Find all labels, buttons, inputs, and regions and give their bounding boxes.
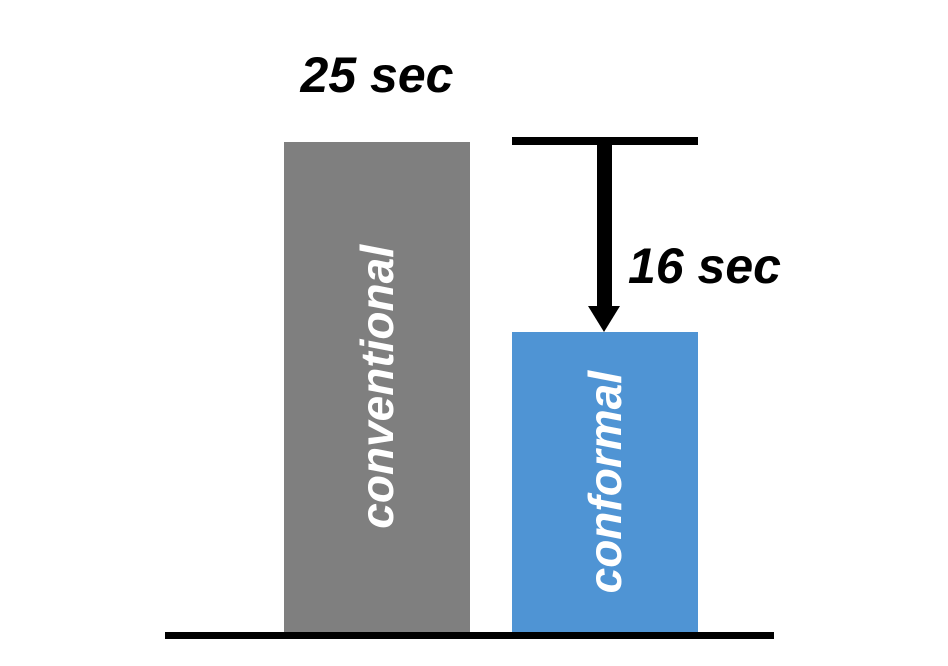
bar-conventional-label: conventional bbox=[351, 245, 403, 529]
bar-conventional: conventional bbox=[284, 142, 470, 632]
bar-conformal: conformal bbox=[512, 332, 698, 632]
bar-conformal-label: conformal bbox=[579, 370, 631, 594]
arrow-head-icon bbox=[588, 306, 620, 332]
reduction-value-label: 16 sec bbox=[628, 238, 781, 294]
conventional-value-label: 25 sec bbox=[300, 47, 454, 103]
x-axis-baseline bbox=[165, 632, 774, 639]
arrow-shaft bbox=[597, 141, 612, 307]
